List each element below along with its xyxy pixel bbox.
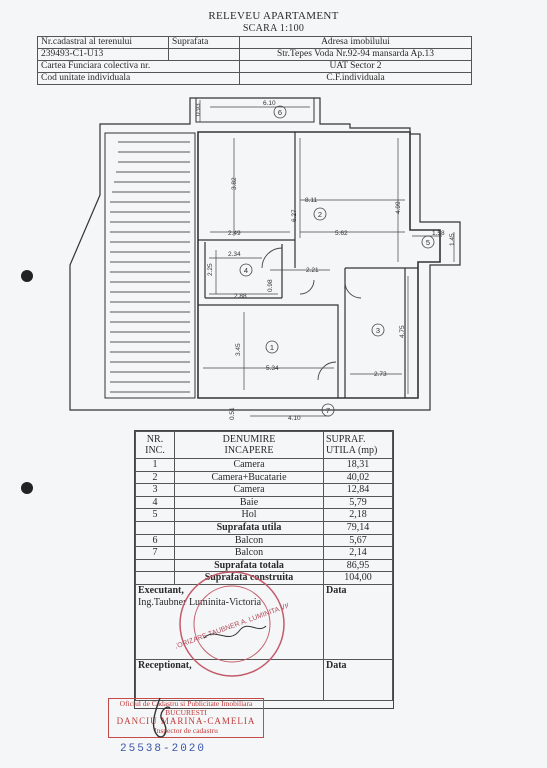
dimension-label: 4.99 xyxy=(395,201,402,214)
balcony-hatch xyxy=(110,141,190,393)
dimension-label: 2.73 xyxy=(374,371,387,378)
document-title: RELEVEU APARTAMENT xyxy=(208,10,339,22)
dimension-label: 2.34 xyxy=(228,251,241,258)
dimension-label: 3.82 xyxy=(231,177,238,190)
inspector-role: Inspector de cadastru xyxy=(154,726,218,735)
dimension-label: 4.75 xyxy=(399,325,406,338)
inspector-stamp: Oficiul de Cadastru si Publicitate Imobi… xyxy=(108,698,264,738)
room-markers: 1 2 3 4 5 6 7 xyxy=(239,105,435,417)
dimension-label: 2.25 xyxy=(207,263,214,276)
room-number-5: 5 xyxy=(426,238,430,247)
dimension-label: 0.93 xyxy=(195,103,202,116)
office-line: Oficiul de Cadastru si Publicitate Imobi… xyxy=(119,699,253,708)
binder-hole xyxy=(21,270,33,282)
room-number-1: 1 xyxy=(270,343,274,352)
office-city: BUCURESTI xyxy=(165,708,207,717)
receptionat-label: Receptionat, xyxy=(135,658,324,701)
receptionat-date-label: Data xyxy=(323,658,393,701)
col-nr-header: NR.INC. xyxy=(135,431,175,459)
dimension-label: 1.58 xyxy=(432,230,445,237)
apartment-walls xyxy=(197,131,441,399)
dimension-label: 8.11 xyxy=(305,197,318,204)
dimension-label: 2.88 xyxy=(234,293,247,300)
dimension-label: 3.45 xyxy=(235,343,242,356)
room-number-4: 4 xyxy=(244,266,248,275)
floor-plan: 6.10 0.93 3.82 8.11 6.27 4.99 2.49 5.62 … xyxy=(69,97,461,422)
signature xyxy=(203,625,267,639)
dimension-label: 2.21 xyxy=(306,267,319,274)
inspector-signature xyxy=(152,697,171,738)
dimension-lines xyxy=(199,100,455,417)
room-number-3: 3 xyxy=(376,326,380,335)
executant-date-label: Data xyxy=(323,583,393,660)
dimension-label: 4.10 xyxy=(288,415,301,422)
dimension-label: 5.34 xyxy=(266,365,279,372)
dimension-label: 2.49 xyxy=(228,230,241,237)
inner-wall xyxy=(198,132,418,398)
dimension-label: 6.27 xyxy=(291,209,298,222)
roof-outline xyxy=(69,97,461,411)
inspector-name: DANCIU MARINA-CAMELIA xyxy=(116,716,256,726)
dimension-label: 0.98 xyxy=(267,279,274,292)
balcony-7-outline xyxy=(104,132,196,399)
header-table: Nr.cadastral al terenului Suprafata Adre… xyxy=(37,36,472,85)
registration-number: 25538-2020 xyxy=(120,743,207,755)
receptionat-row: Receptionat, Data xyxy=(135,658,393,701)
executant-row: Executant, Ing.Taubner Luminita-Victoria… xyxy=(135,583,393,660)
door-swings xyxy=(261,247,362,381)
scale-label: SCARA 1:100 xyxy=(242,23,305,34)
room-number-7: 7 xyxy=(326,406,330,415)
balcony-6 xyxy=(195,97,315,123)
col-area-header: SUPRAF.UTILA (mp) xyxy=(323,431,393,459)
binder-hole xyxy=(21,482,33,494)
dimension-label: 1.45 xyxy=(449,233,456,246)
executant-label: Executant, xyxy=(138,584,184,596)
cf-value: C.F.individuala xyxy=(239,72,472,85)
authorization-stamp: CERTIFICAT DE AUTORIZARE TAUBNER A. LUMI… xyxy=(176,571,288,677)
room-number-2: 2 xyxy=(318,210,322,219)
room-number-6: 6 xyxy=(278,108,282,117)
dimension-label: 0.51 xyxy=(229,407,236,420)
executant-name: Ing.Taubner Luminita-Victoria xyxy=(138,596,262,608)
dimension-label: 5.62 xyxy=(335,230,348,237)
dimension-label: 6.10 xyxy=(263,100,276,107)
